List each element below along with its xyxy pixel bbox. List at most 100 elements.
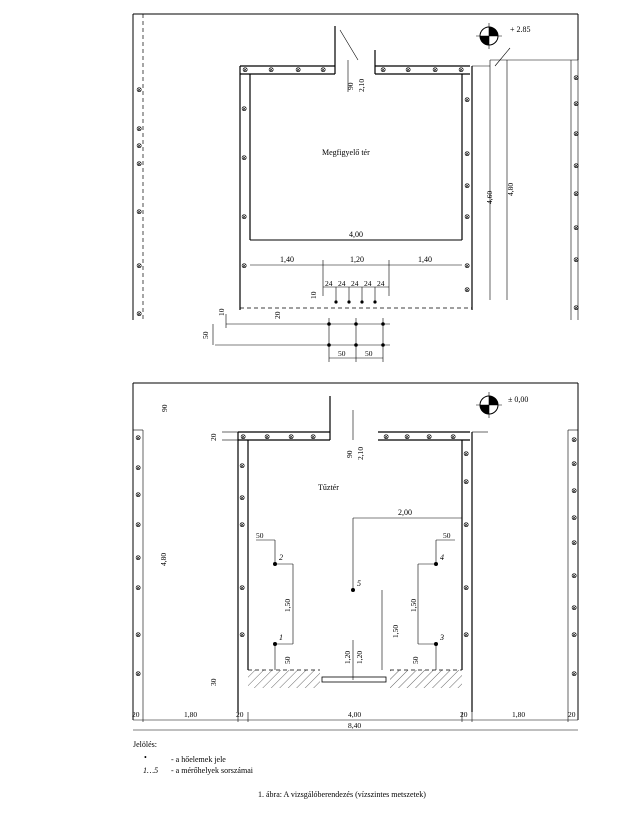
svg-text:⊗: ⊗ <box>573 129 579 138</box>
dim-text: 4,80 <box>506 183 515 196</box>
svg-text:⊗: ⊗ <box>136 85 142 94</box>
dim-text: 24 <box>325 279 333 288</box>
dim-text: 30 <box>209 678 218 686</box>
svg-text:⊗: ⊗ <box>135 630 141 639</box>
level-marker-icon <box>476 23 502 49</box>
dim-text: 24 <box>364 279 372 288</box>
svg-text:⊗: ⊗ <box>571 486 577 495</box>
svg-text:⊗: ⊗ <box>573 223 579 232</box>
svg-text:⊗: ⊗ <box>239 520 245 529</box>
svg-text:⊗: ⊗ <box>239 461 245 470</box>
dim-text: 24 <box>377 279 385 288</box>
svg-text:⊗: ⊗ <box>135 490 141 499</box>
svg-text:⊗: ⊗ <box>135 669 141 678</box>
svg-text:⊗: ⊗ <box>264 432 270 441</box>
dim-text: 1,50 <box>391 625 400 638</box>
svg-text:⊗: ⊗ <box>573 189 579 198</box>
dim-text: 24 <box>351 279 359 288</box>
dim-text: 50 <box>365 349 373 358</box>
svg-text:⊗: ⊗ <box>463 449 469 458</box>
svg-text:⊗: ⊗ <box>571 630 577 639</box>
top-room-label: Megfigyelő tér <box>322 148 370 157</box>
dim-text: 1,20 <box>343 651 352 664</box>
legend-dot-symbol: • <box>144 753 147 762</box>
svg-text:⊗: ⊗ <box>432 65 438 74</box>
dim-text: 2,10 <box>356 447 365 460</box>
svg-text:⊗: ⊗ <box>571 513 577 522</box>
top-level-value: + 2.85 <box>510 25 531 34</box>
svg-text:⊗: ⊗ <box>464 212 470 221</box>
svg-text:⊗: ⊗ <box>463 583 469 592</box>
dim-text: 50 <box>411 656 420 664</box>
svg-text:⊗: ⊗ <box>136 261 142 270</box>
dim-text: 50 <box>338 349 346 358</box>
svg-text:⊗: ⊗ <box>136 159 142 168</box>
svg-text:⊗: ⊗ <box>571 669 577 678</box>
dim-text: 20 <box>273 311 282 319</box>
dim-text: 1,40 <box>280 255 294 264</box>
svg-text:⊗: ⊗ <box>136 124 142 133</box>
svg-text:⊗: ⊗ <box>135 520 141 529</box>
svg-text:⊗: ⊗ <box>450 432 456 441</box>
dim-text: 1,80 <box>512 710 525 719</box>
bottom-room-label: Tűztér <box>318 483 339 492</box>
dim-text: 50 <box>256 531 264 540</box>
svg-text:⊗: ⊗ <box>464 181 470 190</box>
svg-text:⊗: ⊗ <box>571 435 577 444</box>
dim-text: 4,00 <box>349 230 363 239</box>
svg-text:⊗: ⊗ <box>464 285 470 294</box>
svg-text:⊗: ⊗ <box>241 212 247 221</box>
dim-text: 10 <box>217 308 226 316</box>
svg-text:⊗: ⊗ <box>240 432 246 441</box>
svg-text:⊗: ⊗ <box>136 141 142 150</box>
svg-text:⊗: ⊗ <box>242 65 248 74</box>
svg-text:⊗: ⊗ <box>463 630 469 639</box>
svg-text:⊗: ⊗ <box>571 603 577 612</box>
bottom-plan: ⊗⊗⊗⊗ ⊗⊗⊗⊗ ⊗⊗⊗⊗ ⊗⊗⊗⊗⊗ ⊗⊗⊗⊗ ⊗⊗⊗⊗ ⊗⊗⊗⊗⊗ ⊗⊗⊗… <box>132 382 579 731</box>
svg-text:⊗: ⊗ <box>464 149 470 158</box>
dim-text: 50 <box>201 331 210 339</box>
svg-text:⊗: ⊗ <box>136 207 142 216</box>
dim-text: 50 <box>283 656 292 664</box>
dim-text: 1,40 <box>418 255 432 264</box>
svg-text:⊗: ⊗ <box>268 65 274 74</box>
dim-text: 24 <box>338 279 346 288</box>
svg-text:⊗: ⊗ <box>463 477 469 486</box>
top-plan: ⊗⊗⊗ ⊗⊗⊗⊗ ⊗⊗⊗⊗ ⊗⊗⊗⊗ ⊗⊗⊗⊗ ⊗⊗⊗⊗ ⊗⊗ ⊗⊗⊗⊗ <box>132 13 579 362</box>
svg-text:⊗: ⊗ <box>573 303 579 312</box>
svg-text:⊗: ⊗ <box>383 432 389 441</box>
legend-number-text: - a mérőhelyek sorszámai <box>171 766 253 775</box>
dim-text: 8,40 <box>348 721 361 730</box>
svg-text:⊗: ⊗ <box>135 463 141 472</box>
point-number: 3 <box>439 633 444 642</box>
svg-text:⊗: ⊗ <box>239 630 245 639</box>
svg-text:⊗: ⊗ <box>458 65 464 74</box>
dim-text: 90 <box>345 450 354 458</box>
dim-text: 4,80 <box>159 553 168 566</box>
legend-title: Jelölés: <box>133 740 157 749</box>
point-number: 5 <box>357 579 361 588</box>
svg-text:⊗: ⊗ <box>288 432 294 441</box>
svg-text:⊗: ⊗ <box>404 432 410 441</box>
dim-text: 50 <box>443 531 451 540</box>
dim-text: 20 <box>568 710 576 719</box>
dim-text: 10 <box>309 291 318 299</box>
dim-text: 90 <box>346 82 355 90</box>
dim-text: 4,00 <box>348 710 361 719</box>
dim-text: 1,50 <box>409 599 418 612</box>
dim-text: 1,50 <box>283 599 292 612</box>
level-marker-icon <box>476 392 502 418</box>
svg-text:⊗: ⊗ <box>380 65 386 74</box>
legend-number-symbol: 1…5 <box>143 766 159 775</box>
svg-text:⊗: ⊗ <box>241 261 247 270</box>
svg-text:⊗: ⊗ <box>571 459 577 468</box>
svg-text:⊗: ⊗ <box>571 538 577 547</box>
dim-text: 1,80 <box>184 710 197 719</box>
svg-text:⊗: ⊗ <box>241 104 247 113</box>
svg-text:⊗: ⊗ <box>135 433 141 442</box>
legend-dot-text: - a hőelemek jele <box>171 755 226 764</box>
svg-text:⊗: ⊗ <box>464 95 470 104</box>
svg-text:⊗: ⊗ <box>573 73 579 82</box>
dim-text: 1,20 <box>355 651 364 664</box>
